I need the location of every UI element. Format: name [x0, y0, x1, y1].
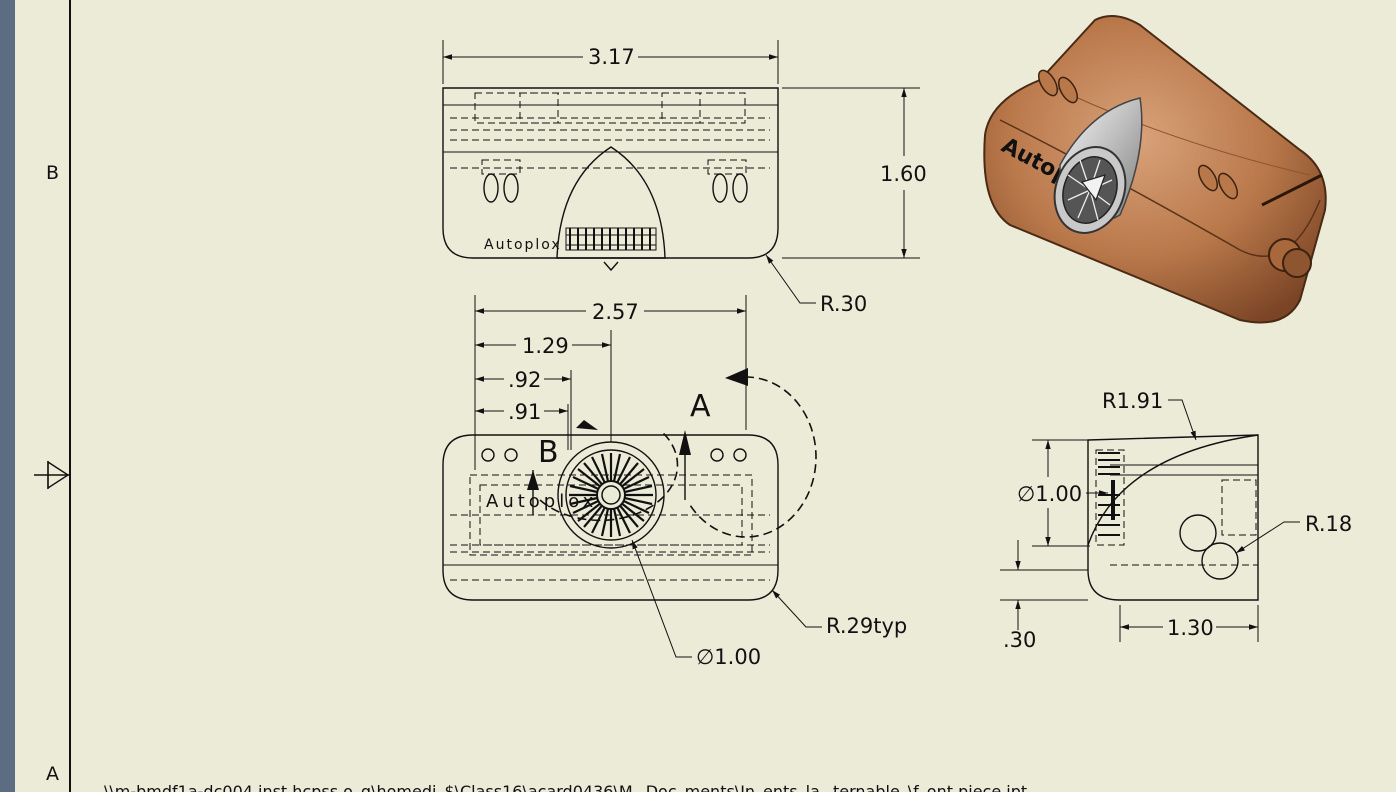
- side-view: R1.91 ∅1.00 R.18 1.30 .30: [1000, 389, 1352, 652]
- dim-front-b: .92: [508, 368, 541, 392]
- top-view-logo: Autoplox: [484, 237, 562, 253]
- file-path-footer: \\m-bmdf1a-dc004.inst.hcpss.o_q\homedi_$…: [104, 782, 1028, 792]
- left-window-rail: [0, 0, 15, 792]
- zone-label-b: B: [46, 162, 60, 184]
- dim-side-diameter: ∅1.00: [1017, 482, 1082, 506]
- dim-side-width: 1.30: [1167, 616, 1214, 640]
- dim-top-height: 1.60: [880, 162, 927, 186]
- dim-front-a: 1.29: [522, 334, 569, 358]
- zone-label-a: A: [46, 763, 59, 785]
- top-view-fan-blades: [565, 227, 657, 251]
- isometric-render: Autoplox: [983, 15, 1327, 324]
- top-view: Autoplox 3.17: [442, 40, 927, 316]
- dim-top-width: 3.17: [588, 45, 635, 69]
- sheet-border-line: [69, 0, 71, 792]
- centering-mark: [34, 460, 70, 490]
- section-label-a: A: [690, 389, 711, 424]
- dim-side-offset: .30: [1003, 628, 1036, 652]
- dim-front-width: 2.57: [592, 300, 639, 324]
- section-label-b: B: [538, 435, 559, 470]
- dim-front-c: .91: [508, 400, 541, 424]
- front-view: Autoplox: [442, 295, 907, 669]
- dim-front-diameter: ∅1.00: [696, 645, 761, 669]
- dim-front-radius: R.29typ: [826, 614, 907, 638]
- side-view-hatching: [1098, 452, 1120, 536]
- dim-side-radius-small: R.18: [1305, 512, 1352, 536]
- dim-top-radius: R.30: [820, 292, 867, 316]
- dim-side-radius-large: R1.91: [1102, 389, 1163, 413]
